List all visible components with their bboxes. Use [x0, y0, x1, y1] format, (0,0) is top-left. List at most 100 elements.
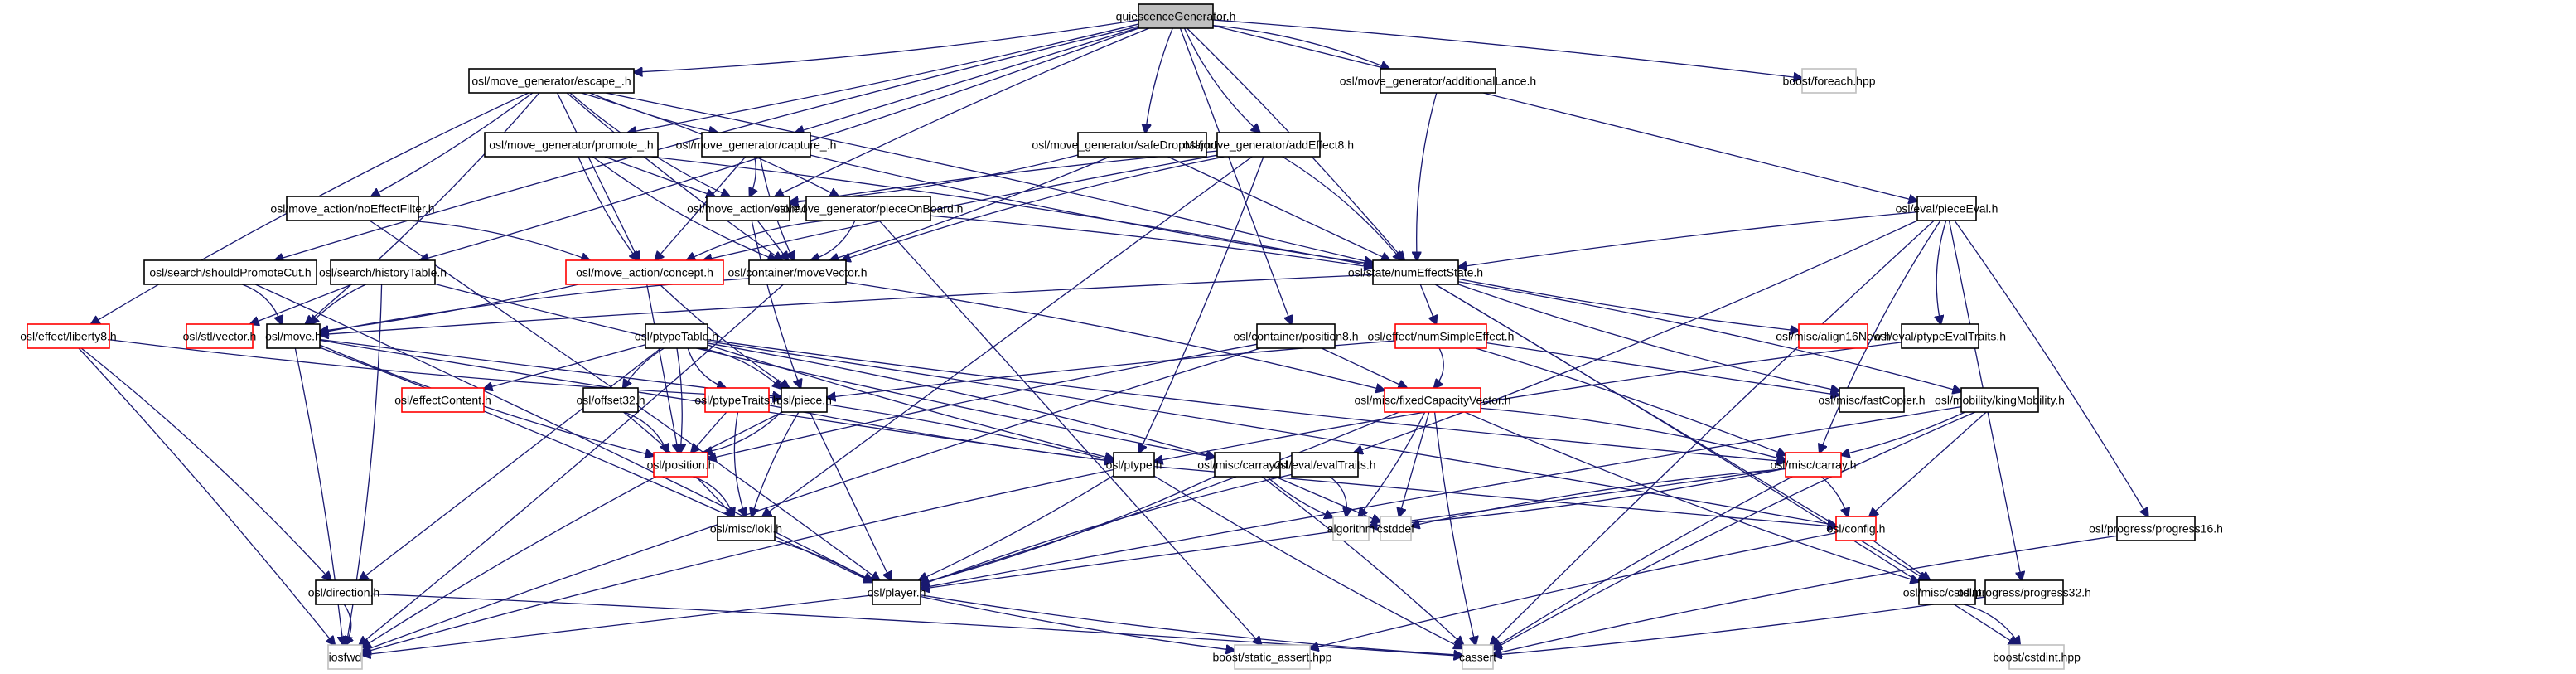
node-box	[805, 196, 931, 221]
edge-escape-to-capture	[589, 92, 718, 133]
node-cstdint[interactable]: osl/misc/cstdint.h	[1903, 579, 1992, 605]
node-player[interactable]: osl/player.h	[868, 579, 926, 605]
node-box	[565, 259, 724, 285]
node-box	[781, 387, 828, 413]
node-noEffectFilter[interactable]: osl/move_action/noEffectFilter.h	[270, 196, 435, 221]
node-additionalLance[interactable]: osl/move_generator/additionalLance.h	[1340, 68, 1536, 94]
edge-kingMobility-to-cassert	[1493, 411, 1976, 649]
node-loki[interactable]: osl/misc/loki.h	[710, 516, 782, 541]
edge-numSimpleEffect-to-fixedCapacityVector	[1434, 347, 1444, 388]
edge-progress16-to-cassert	[1493, 535, 2118, 654]
node-label: osl/move_generator/capture_.h	[676, 138, 837, 152]
node-ptypeTable[interactable]: osl/ptypeTable.h	[635, 323, 718, 349]
node-box	[27, 323, 110, 349]
node-safeDrop[interactable]: osl/move_generator/safeDropMajorPiece.h	[1032, 132, 1253, 158]
node-box	[1801, 68, 1857, 94]
node-pieceEval[interactable]: osl/eval/pieceEval.h	[1896, 196, 1998, 221]
node-ptype[interactable]: osl/ptype.h	[1106, 452, 1162, 478]
edge-numSimpleEffect-to-carray	[1475, 347, 1786, 455]
node-position8[interactable]: osl/container/position8.h	[1234, 323, 1359, 349]
node-box	[645, 323, 708, 349]
node-shouldPromoteCut[interactable]: osl/search/shouldPromoteCut.h	[143, 259, 317, 285]
node-config[interactable]: osl/config.h	[1827, 516, 1886, 541]
node-label: osl/move_generator/promote_.h	[489, 138, 653, 152]
node-cassert: cassert	[1459, 644, 1496, 670]
edge-ptypeTraits-to-ptype	[768, 405, 1114, 462]
node-numEffectState[interactable]: osl/state/numEffectState.h	[1348, 259, 1483, 285]
edge-pieceOnBoard-to-staticAssert	[878, 220, 1261, 645]
node-kingMobility[interactable]: osl/mobility/kingMobility.h	[1935, 387, 2065, 413]
edge-position8-to-iosfwd	[362, 347, 1261, 652]
edge-piece-to-position	[703, 411, 782, 453]
edge-ptype-to-iosfwd	[362, 468, 1114, 652]
node-store[interactable]: osl/move_action/store.h	[687, 196, 810, 221]
edge-fixedCapacityVector-to-cassert	[1433, 411, 1476, 645]
node-box	[1332, 516, 1370, 541]
node-carray[interactable]: osl/misc/carray.h	[1771, 452, 1857, 478]
node-moveVector[interactable]: osl/container/moveVector.h	[727, 259, 868, 285]
node-label: osl/effect/numSimpleEffect.h	[1368, 330, 1515, 343]
edge-carray-to-algorithm	[1369, 468, 1786, 526]
node-pieceOnBoard[interactable]: osl/move_generator/pieceOnBoard.h	[774, 196, 964, 221]
node-box	[1380, 516, 1412, 541]
node-capture[interactable]: osl/move_generator/capture_.h	[676, 132, 837, 158]
node-effectContent[interactable]: osl/effectContent.h	[394, 387, 491, 413]
node-carray2d[interactable]: osl/misc/carray2d.h	[1197, 452, 1298, 478]
node-historyTable[interactable]: osl/search/historyTable.h	[319, 259, 447, 285]
edge-pieceOnBoard-to-concept	[687, 220, 827, 260]
node-direction[interactable]: osl/direction.h	[308, 579, 379, 605]
node-root[interactable]: quiescenceGenerator.h	[1116, 3, 1236, 29]
edge-shouldPromoteCut-to-player	[254, 284, 872, 581]
node-progress32[interactable]: osl/progress/progress32.h	[1957, 579, 2091, 605]
node-box	[1372, 259, 1459, 285]
node-label: cassert	[1459, 651, 1496, 664]
edge-kingMobility-to-config	[1869, 411, 1987, 516]
edge-kingMobility-to-carray	[1841, 411, 1965, 455]
edge-ptypeTraits-to-position	[691, 411, 727, 453]
edge-root-to-foreach	[1212, 19, 1802, 78]
node-progress16[interactable]: osl/progress/progress16.h	[2089, 516, 2223, 541]
node-label: osl/move.h	[265, 330, 321, 343]
edge-config-to-staticAssert	[1310, 532, 1837, 649]
node-numSimpleEffect[interactable]: osl/effect/numSimpleEffect.h	[1368, 323, 1515, 349]
node-box	[330, 259, 436, 285]
node-fixedCapacityVector[interactable]: osl/misc/fixedCapacityVector.h	[1354, 387, 1511, 413]
node-label: algorithm	[1327, 522, 1375, 536]
node-fastCopier[interactable]: osl/misc/fastCopier.h	[1818, 387, 1926, 413]
node-move[interactable]: osl/move.h	[265, 323, 321, 349]
node-addEffect8[interactable]: osl/move_generator/addEffect8.h	[1183, 132, 1354, 158]
node-box	[1113, 452, 1155, 478]
node-ptypeTraits[interactable]: osl/ptypeTraits.h	[694, 387, 780, 413]
node-box	[1839, 387, 1905, 413]
node-label: osl/container/position8.h	[1234, 330, 1359, 343]
node-position[interactable]: osl/position.h	[647, 452, 715, 478]
node-align16New[interactable]: osl/misc/align16New.h	[1776, 323, 1891, 349]
edge-move-to-player	[319, 347, 872, 582]
edge-ptypeTable-to-effectContent	[484, 344, 646, 389]
node-label: osl/move_action/concept.h	[576, 266, 713, 279]
edge-root-to-addEffect8	[1183, 27, 1259, 133]
edge-ptypeTable-to-direction	[360, 347, 662, 580]
node-stlvector[interactable]: osl/stl/vector.h	[183, 323, 257, 349]
edge-fixedCapacityVector-to-cstdint	[1464, 411, 1919, 582]
edge-pieceEval-to-cassert	[1491, 220, 1935, 645]
edge-moveVector-to-iosfwd	[360, 284, 784, 645]
node-evalTraits[interactable]: osl/eval/evalTraits.h	[1274, 452, 1376, 478]
node-label: osl/position.h	[647, 458, 715, 472]
node-label: osl/state/numEffectState.h	[1348, 266, 1483, 279]
node-piece[interactable]: osl/piece.h	[776, 387, 832, 413]
edge-carray-to-config	[1820, 476, 1848, 516]
node-offset32[interactable]: osl/offset32.h	[576, 387, 645, 413]
node-label: osl/container/moveVector.h	[727, 266, 867, 279]
node-escape[interactable]: osl/move_generator/escape_.h	[468, 68, 635, 94]
node-label: osl/ptypeTable.h	[635, 330, 718, 343]
node-box	[468, 68, 635, 94]
node-label: osl/move_action/noEffectFilter.h	[270, 202, 434, 216]
edge-evalTraits-to-player	[921, 473, 1293, 584]
node-promote[interactable]: osl/move_generator/promote_.h	[484, 132, 659, 158]
node-ptypeEvalTraits[interactable]: osl/eval/ptypeEvalTraits.h	[1874, 323, 2006, 349]
node-label: osl/eval/evalTraits.h	[1274, 458, 1375, 472]
node-liberty8[interactable]: osl/effect/liberty8.h	[20, 323, 117, 349]
node-concept[interactable]: osl/move_action/concept.h	[565, 259, 724, 285]
node-box	[872, 579, 921, 605]
